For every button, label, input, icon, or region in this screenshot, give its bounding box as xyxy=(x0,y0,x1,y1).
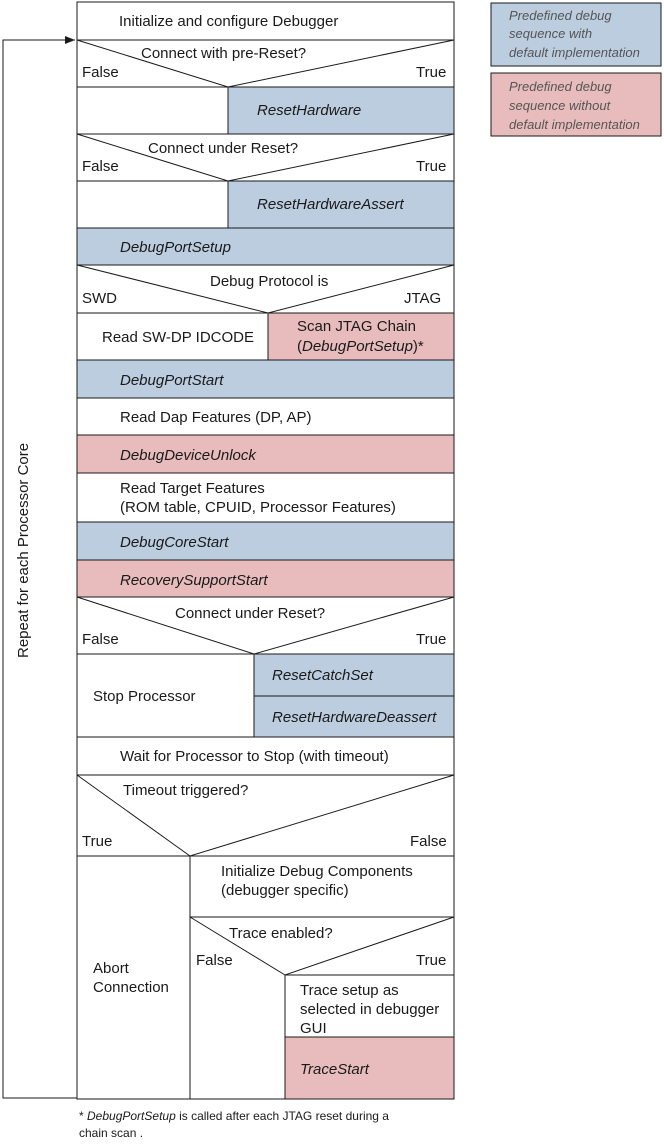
init-debug-line2: (debugger specific) xyxy=(221,882,349,899)
scan-jtag-close: )* xyxy=(413,338,424,355)
recovery-support-start-label: RecoverySupportStart xyxy=(120,572,268,589)
recovery-support-start-box xyxy=(77,560,454,597)
stop-processor-step: Stop Processor xyxy=(93,688,196,705)
debug-port-start-box xyxy=(77,360,454,398)
under-reset-2-true: True xyxy=(416,631,446,648)
decision-under-reset-shape xyxy=(76,133,455,182)
loop-arrow xyxy=(2,36,77,1099)
legend-pink-box xyxy=(490,72,662,137)
debug-port-setup-label: DebugPortSetup xyxy=(120,239,231,256)
legend-blue-line1: Predefined debug xyxy=(509,8,612,23)
scan-jtag-line1: Scan JTAG Chain xyxy=(297,318,416,335)
decision-protocol-shape xyxy=(76,264,455,314)
debug-device-unlock-label: DebugDeviceUnlock xyxy=(120,447,257,464)
legend-blue-box xyxy=(490,2,662,67)
footnote-rest: is called after each JTAG reset during a xyxy=(176,1109,390,1123)
debug-device-unlock-box xyxy=(77,435,454,473)
under-reset-false: False xyxy=(82,158,119,175)
pre-reset-false: False xyxy=(82,64,119,81)
decision-trace-shape xyxy=(189,916,455,976)
reset-hardware-assert-box xyxy=(228,181,454,228)
trace-false: False xyxy=(196,952,233,969)
init-debugger-step: Initialize and configure Debugger xyxy=(119,13,338,30)
loop-label: Repeat for each Processor Core xyxy=(15,443,32,658)
footnote-italic: DebugPortSetup xyxy=(87,1109,176,1123)
reset-catch-set-box xyxy=(254,654,454,696)
footnote-star: * xyxy=(79,1109,87,1123)
timeout-true: True xyxy=(82,833,112,850)
timeout-false: False xyxy=(410,833,447,850)
legend-blue-line3: default implementation xyxy=(509,45,640,60)
trace-setup-line1: Trace setup as xyxy=(300,982,399,999)
pre-reset-true: True xyxy=(416,64,446,81)
reset-hardware-assert-label: ResetHardwareAssert xyxy=(257,196,405,213)
decision-under-reset-2-shape xyxy=(76,596,455,655)
reset-hw-deassert-box xyxy=(254,696,454,737)
protocol-jtag: JTAG xyxy=(404,290,441,307)
trace-true: True xyxy=(416,952,446,969)
main-frame xyxy=(76,1,455,1100)
decision-pre-reset-shape xyxy=(76,39,455,88)
read-target-line1: Read Target Features xyxy=(120,480,265,497)
trace-setup-line3: GUI xyxy=(300,1020,327,1037)
decision-timeout-shape xyxy=(76,774,455,857)
debug-core-start-label: DebugCoreStart xyxy=(120,534,229,551)
under-reset-true: True xyxy=(416,158,446,175)
wait-stop-step: Wait for Processor to Stop (with timeout… xyxy=(120,748,389,765)
protocol-question: Debug Protocol is xyxy=(210,273,328,290)
abort-line1: Abort xyxy=(93,960,130,977)
protocol-swd: SWD xyxy=(82,290,117,307)
read-swdp-step: Read SW-DP IDCODE xyxy=(102,329,254,346)
abort-line2: Connection xyxy=(93,979,169,996)
under-reset-question: Connect under Reset? xyxy=(148,140,298,157)
legend-pink-line2: sequence without xyxy=(509,98,612,113)
legend-pink-line1: Predefined debug xyxy=(509,79,612,94)
legend-blue-line2: sequence with xyxy=(509,26,592,41)
legend-pink-line3: default implementation xyxy=(509,117,640,132)
init-debug-line1: Initialize Debug Components xyxy=(221,863,413,880)
debug-core-start-box xyxy=(77,522,454,560)
reset-hardware-box xyxy=(228,87,454,134)
timeout-question: Timeout triggered? xyxy=(123,782,248,799)
trace-start-label: TraceStart xyxy=(300,1061,370,1078)
reset-hardware-label: ResetHardware xyxy=(257,102,361,119)
debug-port-setup-box xyxy=(77,228,454,265)
reset-catch-set-label: ResetCatchSet xyxy=(272,667,374,684)
reset-hw-deassert-label: ResetHardwareDeassert xyxy=(272,709,437,726)
footnote-line1: * DebugPortSetup is called after each JT… xyxy=(79,1109,389,1123)
read-target-line2: (ROM table, CPUID, Processor Features) xyxy=(120,499,396,516)
trace-setup-line2: selected in debugger xyxy=(300,1001,439,1018)
under-reset-2-question: Connect under Reset? xyxy=(175,605,325,622)
scan-jtag-line2: (DebugPortSetup)* xyxy=(297,338,424,355)
trace-start-box xyxy=(285,1037,454,1099)
under-reset-2-false: False xyxy=(82,631,119,648)
scan-jtag-box xyxy=(268,313,454,360)
pre-reset-question: Connect with pre-Reset? xyxy=(141,45,306,62)
scan-jtag-open: ( xyxy=(297,338,302,355)
trace-question: Trace enabled? xyxy=(229,925,333,942)
footnote-line2: chain scan . xyxy=(79,1126,143,1140)
read-dap-step: Read Dap Features (DP, AP) xyxy=(120,409,311,426)
debug-port-start-label: DebugPortStart xyxy=(120,372,224,389)
scan-jtag-italic: DebugPortSetup xyxy=(302,338,413,355)
